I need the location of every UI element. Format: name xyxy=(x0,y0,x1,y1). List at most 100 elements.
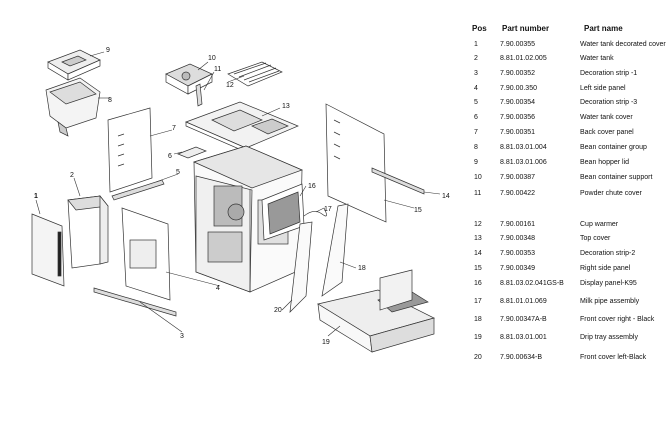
cell-pos: 8 xyxy=(474,144,478,151)
part-decoration-strip-2 xyxy=(371,167,425,195)
callout-12: 12 xyxy=(226,82,234,89)
cell-pos: 9 xyxy=(474,159,478,166)
table-row: 20 7.90.00634-B Front cover left-Black xyxy=(468,354,668,364)
cell-part-name: Bean container support xyxy=(580,174,653,181)
cell-part-name: Back cover panel xyxy=(580,129,634,136)
callout-15: 15 xyxy=(414,207,422,214)
cell-part-number: 7.90.00348 xyxy=(500,235,536,242)
cell-pos: 6 xyxy=(474,114,478,121)
cell-part-number: 7.90.00356 xyxy=(500,114,536,121)
cell-pos: 1 xyxy=(474,41,478,48)
cell-pos: 17 xyxy=(474,298,482,305)
cell-part-number: 8.81.03.01.001 xyxy=(500,334,547,341)
cell-part-number: 7.90.00351 xyxy=(500,129,536,136)
part-front-cover-left xyxy=(289,221,313,313)
cell-part-number: 7.90.00.350 xyxy=(500,85,537,92)
header-part-number: Part number xyxy=(502,24,550,33)
callout-18: 18 xyxy=(358,265,366,272)
part-drip-tray xyxy=(317,269,435,353)
table-row: 7 7.90.00351 Back cover panel xyxy=(468,129,668,139)
callout-2: 2 xyxy=(70,172,74,179)
table-row: 1 7.90.00355 Water tank decorated cover xyxy=(468,41,668,51)
part-water-tank xyxy=(67,195,109,269)
callout-8: 8 xyxy=(108,97,112,104)
cell-part-name: Front cover left-Black xyxy=(580,354,647,361)
callout-4: 4 xyxy=(216,285,220,292)
cell-pos: 2 xyxy=(474,55,478,62)
cell-part-number: 8.81.03.01.004 xyxy=(500,144,547,151)
part-back-cover-panel xyxy=(107,107,153,193)
part-milk-pipe xyxy=(303,207,327,217)
callout-17: 17 xyxy=(324,206,332,213)
cell-pos: 15 xyxy=(474,265,482,272)
cell-part-name: Bean container group xyxy=(580,144,647,151)
exploded-view-diagram: 1 2 3 4 5 6 7 8 9 10 11 12 13 14 15 16 1… xyxy=(31,47,450,353)
callout-20: 20 xyxy=(274,307,282,314)
cell-pos: 7 xyxy=(474,129,478,136)
cell-part-name: Right side panel xyxy=(580,265,631,272)
table-row: 8 8.81.03.01.004 Bean container group xyxy=(468,144,668,154)
callout-16: 16 xyxy=(308,183,316,190)
table-row: 6 7.90.00356 Water tank cover xyxy=(468,114,668,124)
part-water-tank-decorated-cover xyxy=(31,213,65,287)
cell-pos: 14 xyxy=(474,250,482,257)
table-row: 2 8.81.01.02.005 Water tank xyxy=(468,55,668,65)
part-chassis-frame xyxy=(193,145,303,293)
cell-part-name: Top cover xyxy=(580,235,611,242)
cell-part-number: 8.81.01.02.005 xyxy=(500,55,547,62)
part-cup-warmer xyxy=(227,61,283,87)
cell-part-name: Left side panel xyxy=(580,85,626,92)
cell-part-name: Decoration strip -3 xyxy=(580,99,638,106)
cell-part-name: Milk pipe assembly xyxy=(580,298,640,305)
cell-part-number: 7.90.00355 xyxy=(500,41,536,48)
header-pos: Pos xyxy=(472,24,487,33)
cell-pos: 10 xyxy=(474,174,482,181)
cell-pos: 4 xyxy=(474,85,478,92)
part-left-side-panel xyxy=(121,207,171,301)
cell-pos: 20 xyxy=(474,354,482,361)
callout-1: 1 xyxy=(34,193,38,200)
cell-pos: 11 xyxy=(474,190,482,197)
cell-part-name: Display panel-K95 xyxy=(580,280,637,287)
part-right-side-panel xyxy=(325,103,387,223)
table-row: 17 8.81.01.01.069 Milk pipe assembly xyxy=(468,298,668,308)
cell-part-name: Powder chute cover xyxy=(580,190,642,197)
part-powder-chute xyxy=(195,83,203,107)
cell-part-number: 7.90.00161 xyxy=(500,221,536,228)
table-row: 13 7.90.00348 Top cover xyxy=(468,235,668,245)
cell-part-number: 7.90.00634-B xyxy=(500,354,543,361)
callout-10: 10 xyxy=(208,55,216,62)
cell-part-name: Water tank cover xyxy=(580,114,633,121)
callout-5: 5 xyxy=(176,169,180,176)
callout-6: 6 xyxy=(168,153,172,160)
cell-part-name: Water tank xyxy=(580,55,614,62)
cell-pos: 12 xyxy=(474,221,482,228)
cell-part-number: 7.90.00387 xyxy=(500,174,536,181)
cell-part-name: Decoration strip-2 xyxy=(580,250,636,257)
callout-7: 7 xyxy=(172,125,176,132)
cell-pos: 13 xyxy=(474,235,482,242)
callout-11: 11 xyxy=(214,66,221,73)
cell-part-name: Water tank decorated cover xyxy=(580,41,666,48)
cell-part-number: 8.81.01.01.069 xyxy=(500,298,547,305)
callout-19: 19 xyxy=(322,339,330,346)
cell-pos: 3 xyxy=(474,70,478,77)
cell-part-name: Front cover right - Black xyxy=(580,316,655,323)
part-decoration-strip-3 xyxy=(111,179,165,201)
cell-part-name: Drip tray assembly xyxy=(580,334,638,341)
part-front-cover-right xyxy=(321,203,349,297)
cell-pos: 18 xyxy=(474,316,482,323)
callout-13: 13 xyxy=(282,103,290,110)
part-bean-container-support xyxy=(165,63,213,95)
cell-part-number: 7.90.00354 xyxy=(500,99,536,106)
